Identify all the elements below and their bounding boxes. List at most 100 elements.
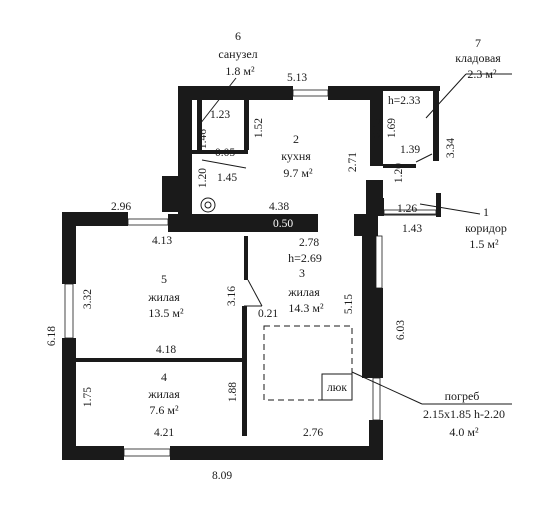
wall-main-right-upper xyxy=(362,236,376,288)
dim-label: 1.75 xyxy=(82,387,94,407)
dim-label: 0.05 xyxy=(215,147,235,159)
dim-label: 2.96 xyxy=(111,201,131,213)
room5-num: 5 xyxy=(161,272,167,286)
storage-door-line xyxy=(415,153,433,163)
dim-label: 5.15 xyxy=(343,294,355,314)
leader-bath xyxy=(199,77,237,125)
wall-main-right-lower xyxy=(362,288,383,378)
dim-label: 6.18 xyxy=(46,326,58,346)
wall-corridor-pillar xyxy=(354,214,378,236)
dim-label: 4.13 xyxy=(152,235,172,247)
room3-height: h=2.69 xyxy=(288,251,322,265)
leader-corridor xyxy=(419,203,481,215)
room-labels: 6 санузел 1.8 м² 7 кладовая 2.3 м² 2 кух… xyxy=(147,29,507,439)
walls xyxy=(62,86,441,460)
dim-label: 1.88 xyxy=(227,382,239,402)
cellar-outline xyxy=(263,325,353,401)
window-room5-left xyxy=(64,283,74,339)
room5-area: 13.5 м² xyxy=(148,306,184,320)
room6-num: 6 xyxy=(235,29,241,43)
wall-partition-vertical xyxy=(242,306,247,436)
dim-label: 3.34 xyxy=(445,138,457,158)
room3-door-line xyxy=(247,279,263,307)
room7-num: 7 xyxy=(475,36,481,50)
dim-label: 4.18 xyxy=(156,344,176,356)
dim-label: 1.26 xyxy=(397,203,417,215)
room7-name: кладовая xyxy=(455,51,501,65)
room3-num: 3 xyxy=(299,266,305,280)
window-entry xyxy=(383,209,437,215)
stove-box-b xyxy=(163,193,177,205)
wall-bath-bottom xyxy=(192,150,248,154)
window-corridor xyxy=(375,235,383,289)
wall-bath-left-lower xyxy=(178,156,192,216)
dim-label: 3.16 xyxy=(226,286,238,306)
wall-corridor-right xyxy=(436,193,441,217)
wall-storage-stub xyxy=(383,164,416,168)
room1-num: 1 xyxy=(483,205,489,219)
bath-door-line xyxy=(201,159,247,169)
room6-name: санузел xyxy=(218,47,257,61)
room2-area: 9.7 м² xyxy=(283,166,313,180)
window-kitchen xyxy=(292,89,329,97)
dim-label: 2.71 xyxy=(347,152,359,172)
dim-label: 8.09 xyxy=(212,470,232,482)
room1-area: 1.5 м² xyxy=(469,237,499,251)
wall-main-bottom-left xyxy=(62,446,124,460)
dim-label: 3.32 xyxy=(82,289,94,309)
dim-label: 5.13 xyxy=(287,72,307,84)
cellar-hatch xyxy=(321,373,353,401)
leader-cellar xyxy=(351,371,423,405)
dim-label: 1.46 xyxy=(197,129,209,149)
wall-main-left-bottom xyxy=(62,338,76,448)
cellar-hatch-label: люк xyxy=(327,382,347,394)
dim-label: 0.45 xyxy=(371,118,383,138)
dim-label: 1.20 xyxy=(393,163,405,183)
dim-label: 1.23 xyxy=(210,109,230,121)
wall-partition-5-4 xyxy=(76,358,246,362)
dim-label: 1.39 xyxy=(400,144,420,156)
windows xyxy=(64,89,437,457)
dim-label: 1.43 xyxy=(402,223,422,235)
wall-main-top-mid xyxy=(168,214,318,232)
room2-name: кухня xyxy=(281,149,311,163)
storage-height: h=2.33 xyxy=(388,95,421,107)
room4-name: жилая xyxy=(147,387,180,401)
dim-label: 2.78 xyxy=(299,237,319,249)
wall-storage-right xyxy=(433,91,439,161)
dim-label: 0.21 xyxy=(258,308,278,320)
window-room4-bottom xyxy=(123,448,171,457)
wall-kitchen-left xyxy=(178,86,192,156)
dim-label: 0.50 xyxy=(273,218,293,230)
dimension-labels: 5.13 1.23 1.52 1.46 0.05 1.20 1.45 2.71 … xyxy=(46,72,457,482)
dim-label: 2.76 xyxy=(303,427,323,439)
wall-kitchen-stub xyxy=(244,100,249,150)
wall-bath-partition xyxy=(197,100,202,154)
stove-box-a xyxy=(163,179,177,191)
room4-num: 4 xyxy=(161,370,167,384)
boiler-inner xyxy=(204,201,212,209)
wall-main-top-left xyxy=(62,212,128,226)
room5-name: жилая xyxy=(147,290,180,304)
dim-label: 1.20 xyxy=(197,168,209,188)
wall-storage-top xyxy=(383,86,440,91)
window-room3-right xyxy=(372,377,381,421)
dim-label: 1.69 xyxy=(386,118,398,138)
wall-main-left-top xyxy=(62,212,76,284)
wall-top-left xyxy=(178,86,293,100)
boiler-circle xyxy=(200,197,216,213)
wall-main-right-bottom xyxy=(369,420,383,460)
wall-main-bottom-right xyxy=(170,446,383,460)
room1-name: коридор xyxy=(465,221,507,235)
dim-label: 4.21 xyxy=(154,427,174,439)
dim-label: 4.38 xyxy=(269,201,289,213)
wall-partition-stub-top xyxy=(244,236,248,280)
leader-storage xyxy=(425,73,467,119)
cellar-area: 4.0 м² xyxy=(449,425,479,439)
cellar-size: 2.15x1.85 h-2.20 xyxy=(423,407,505,421)
room2-num: 2 xyxy=(293,132,299,146)
wall-kitchen-right xyxy=(370,86,383,166)
wall-top-right xyxy=(328,86,383,100)
room7-area: 2.3 м² xyxy=(467,67,497,81)
cellar-name: погреб xyxy=(445,389,480,403)
